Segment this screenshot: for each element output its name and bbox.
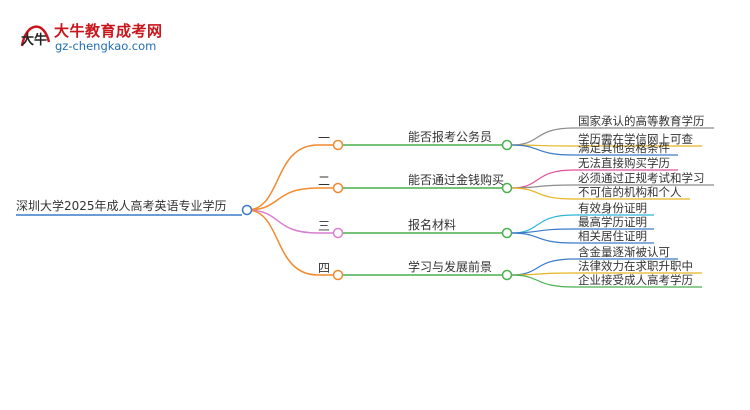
child-label: 企业接受成人高考学历 [578, 273, 693, 287]
branch-connector [246, 209, 319, 234]
child-connector [510, 232, 575, 244]
child-label: 满足其他资格条件 [578, 141, 670, 155]
branch-label: 学习与发展前景 [408, 259, 492, 274]
branch-node [332, 227, 344, 239]
branch-connector [246, 144, 319, 211]
branch-marker: 三 [318, 219, 330, 233]
brand-name: 大牛教育成考网 [54, 22, 163, 40]
child-hub-node [501, 269, 513, 281]
logo-mark-text: 大牛 [21, 32, 47, 48]
branch-connector [246, 187, 319, 211]
branch-label: 能否通过金钱购买 [408, 172, 504, 187]
child-label: 相关居住证明 [578, 229, 647, 243]
root-node [241, 204, 253, 216]
child-label: 最高学历证明 [578, 215, 647, 229]
logo-mark-icon: 大牛 [20, 25, 51, 48]
branch-node [332, 182, 344, 194]
branch-node [332, 139, 344, 151]
child-connector [510, 127, 575, 146]
child-label: 无法直接购买学历 [578, 156, 670, 170]
branch-marker: 四 [318, 261, 330, 275]
child-connector [510, 184, 575, 189]
root-label: 深圳大学2025年成人高考英语专业学历 [16, 198, 227, 213]
child-hub-node [501, 182, 513, 194]
child-connector [510, 144, 575, 156]
child-hub-node [501, 139, 513, 151]
child-label: 必须通过正规考试和学习 [578, 171, 705, 185]
branch-marker: 二 [318, 174, 330, 188]
branch-label: 能否报考公务员 [408, 129, 492, 144]
child-label: 含金量逐渐被认可 [578, 245, 670, 259]
child-label: 国家承认的高等教育学历 [578, 114, 705, 128]
child-connector [510, 228, 575, 234]
branch-node [332, 269, 344, 281]
child-label: 有效身份证明 [578, 201, 647, 215]
child-label: 法律效力在求职升职中 [578, 259, 693, 273]
branch-connector [246, 209, 319, 276]
child-label: 不可信的机构和个人 [578, 185, 682, 199]
brand-url: gz-chengkao.com [55, 39, 157, 53]
branch-marker: 一 [318, 131, 330, 145]
child-connector [510, 187, 575, 200]
child-label: 学历需在学信网上可查 [578, 132, 693, 146]
branch-label: 报名材料 [408, 217, 456, 232]
brand-logo: 大牛 大牛教育成考网 gz-chengkao.com [18, 16, 218, 56]
child-connector [510, 274, 575, 288]
child-hub-node [501, 227, 513, 239]
